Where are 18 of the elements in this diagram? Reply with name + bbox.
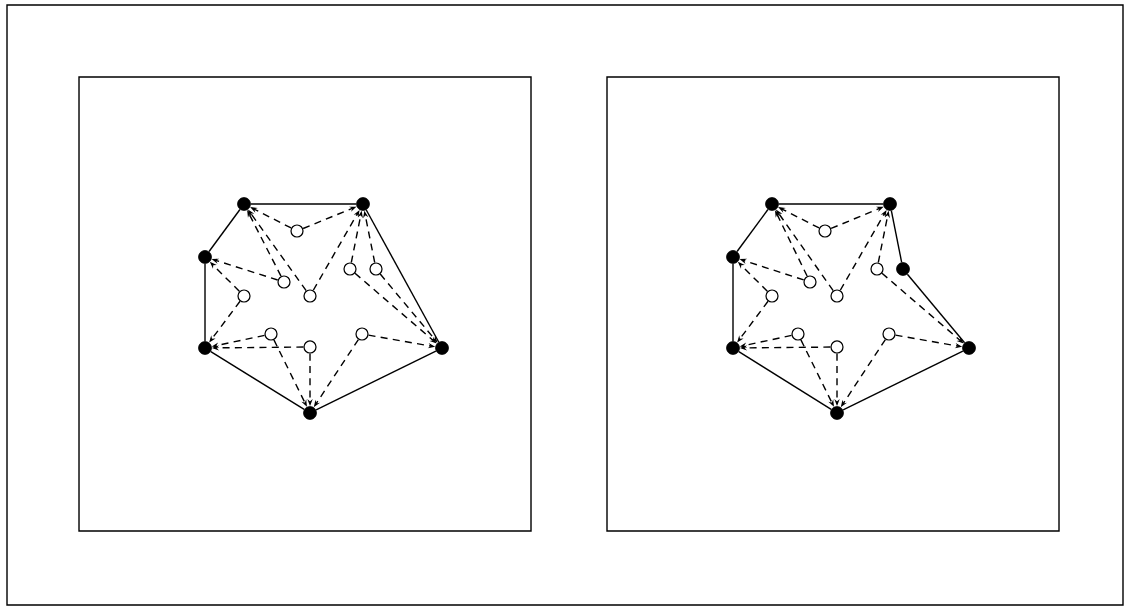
line [738, 350, 832, 411]
dashed-arrow [881, 272, 964, 344]
line [890, 210, 903, 263]
panel-box [606, 76, 1060, 532]
panel-box [78, 76, 532, 532]
line [906, 273, 966, 344]
line [250, 203, 357, 205]
dashed-arrow [354, 272, 437, 344]
dashed-arrow [379, 273, 438, 343]
line [736, 208, 769, 253]
line [210, 350, 305, 411]
line [778, 203, 884, 205]
line [732, 263, 734, 342]
line [208, 208, 241, 253]
line [365, 209, 440, 343]
line [842, 350, 964, 411]
line [204, 263, 206, 342]
line [315, 350, 437, 411]
